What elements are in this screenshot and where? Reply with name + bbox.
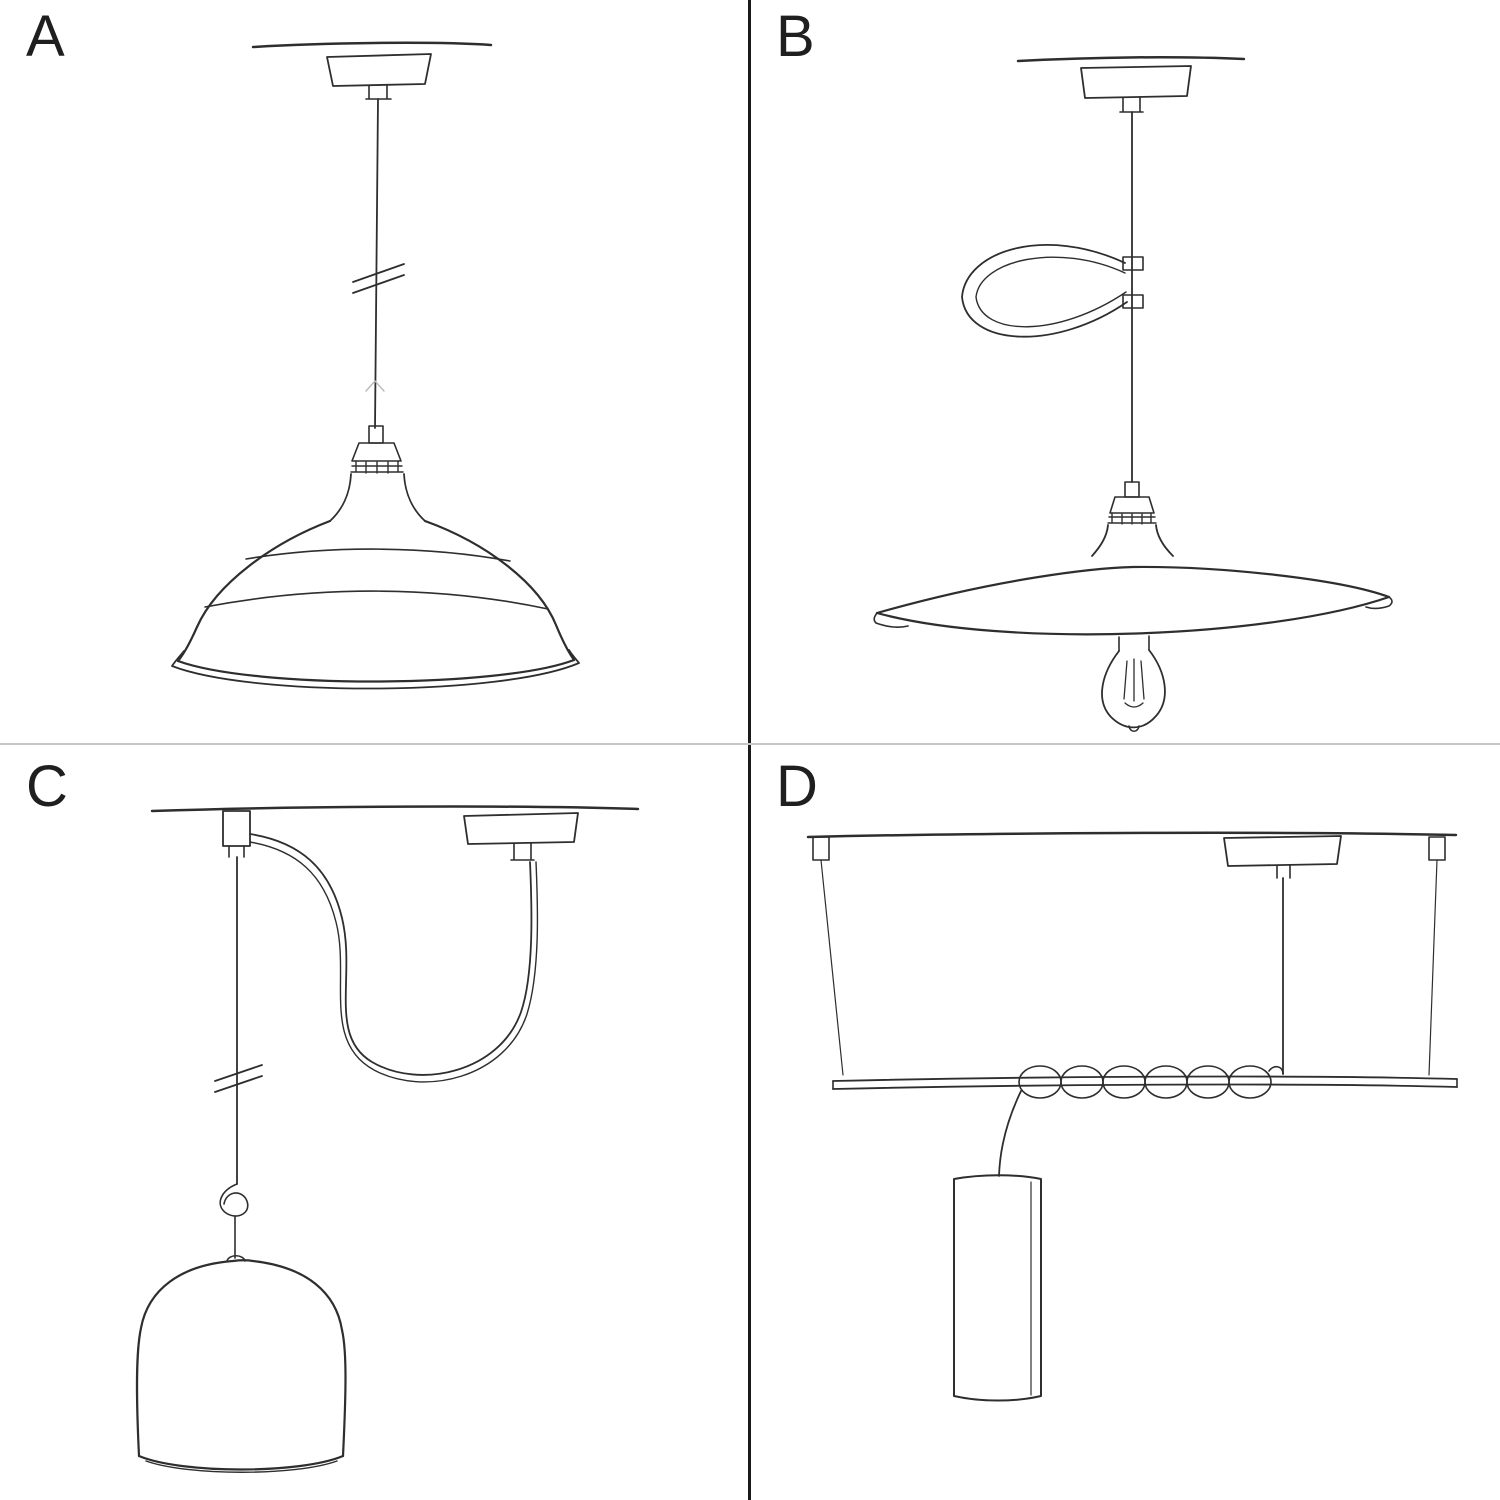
ceiling-rose — [326, 53, 432, 100]
panel-a-illustration — [171, 41, 580, 690]
swag-cable — [249, 833, 539, 1083]
ceiling-line — [1016, 56, 1246, 63]
light-bulb — [1101, 635, 1166, 733]
wrapped-cord-coil — [998, 1065, 1284, 1177]
ceiling-rose — [1080, 65, 1192, 113]
left-mount — [812, 836, 830, 861]
ceiling-hook — [222, 810, 251, 858]
flat-plate-shade — [873, 565, 1393, 636]
ceiling-rose — [463, 812, 579, 861]
panel-a-label: A — [26, 4, 66, 69]
bell-shade — [135, 1254, 347, 1473]
ceiling-line — [150, 805, 640, 813]
panel-d-illustration — [806, 831, 1458, 1402]
panel-c: C — [0, 750, 750, 1500]
lamp-holder — [329, 425, 426, 522]
cable-hook — [961, 244, 1144, 338]
industrial-shade — [171, 519, 580, 690]
panel-b: B — [750, 0, 1500, 750]
cylinder-shade — [953, 1174, 1042, 1402]
pendant-cord — [352, 98, 405, 429]
lamp-holder — [1091, 481, 1174, 557]
drop-cord — [214, 856, 263, 1185]
horizontal-divider — [0, 743, 1500, 745]
suspension-bar — [832, 1075, 1458, 1090]
ceiling-line — [806, 831, 1458, 839]
panel-c-illustration — [135, 805, 640, 1473]
suspension-wires — [820, 859, 1438, 1076]
ceiling-rose — [1223, 835, 1342, 879]
ceiling-line — [251, 41, 493, 49]
panel-a: A — [0, 0, 750, 750]
panel-b-label: B — [776, 4, 816, 69]
right-mount — [1428, 836, 1446, 861]
panel-d-label: D — [776, 754, 819, 819]
vertical-divider — [748, 0, 751, 1500]
panel-d: D — [750, 750, 1500, 1500]
cord-knot — [219, 1183, 249, 1259]
panel-b-illustration — [873, 56, 1393, 733]
panel-c-label: C — [26, 754, 69, 819]
